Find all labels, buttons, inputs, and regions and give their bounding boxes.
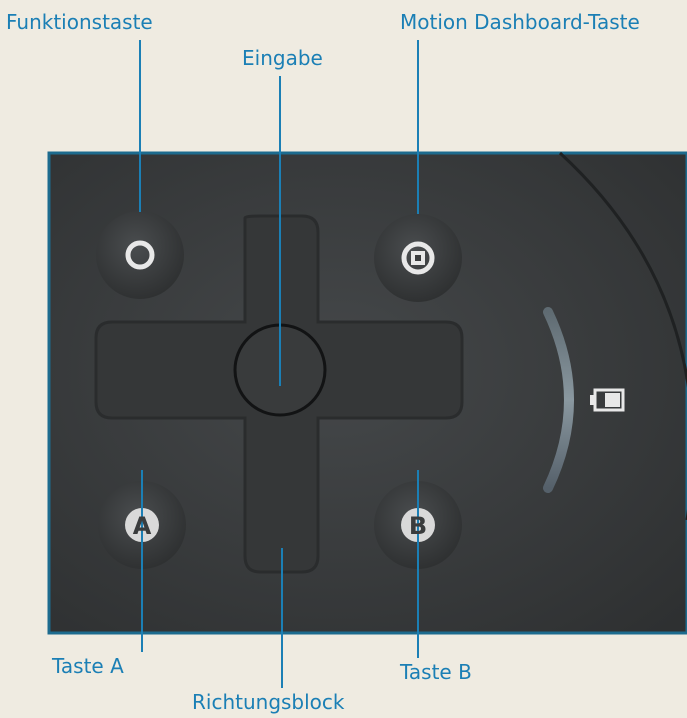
key-b-glyph: B [409,512,427,540]
key-a-glyph: A [133,512,152,540]
battery-icon [590,390,623,410]
label-function-key: Funktionstaste [6,10,153,34]
motion-dashboard-key[interactable] [374,214,462,302]
function-key[interactable] [96,211,184,299]
label-dpad: Richtungsblock [192,690,345,714]
label-motion-dashboard-key: Motion Dashboard-Taste [400,10,640,34]
label-key-a: Taste A [52,654,124,678]
label-enter: Eingabe [242,46,323,70]
label-key-b: Taste B [400,660,472,684]
